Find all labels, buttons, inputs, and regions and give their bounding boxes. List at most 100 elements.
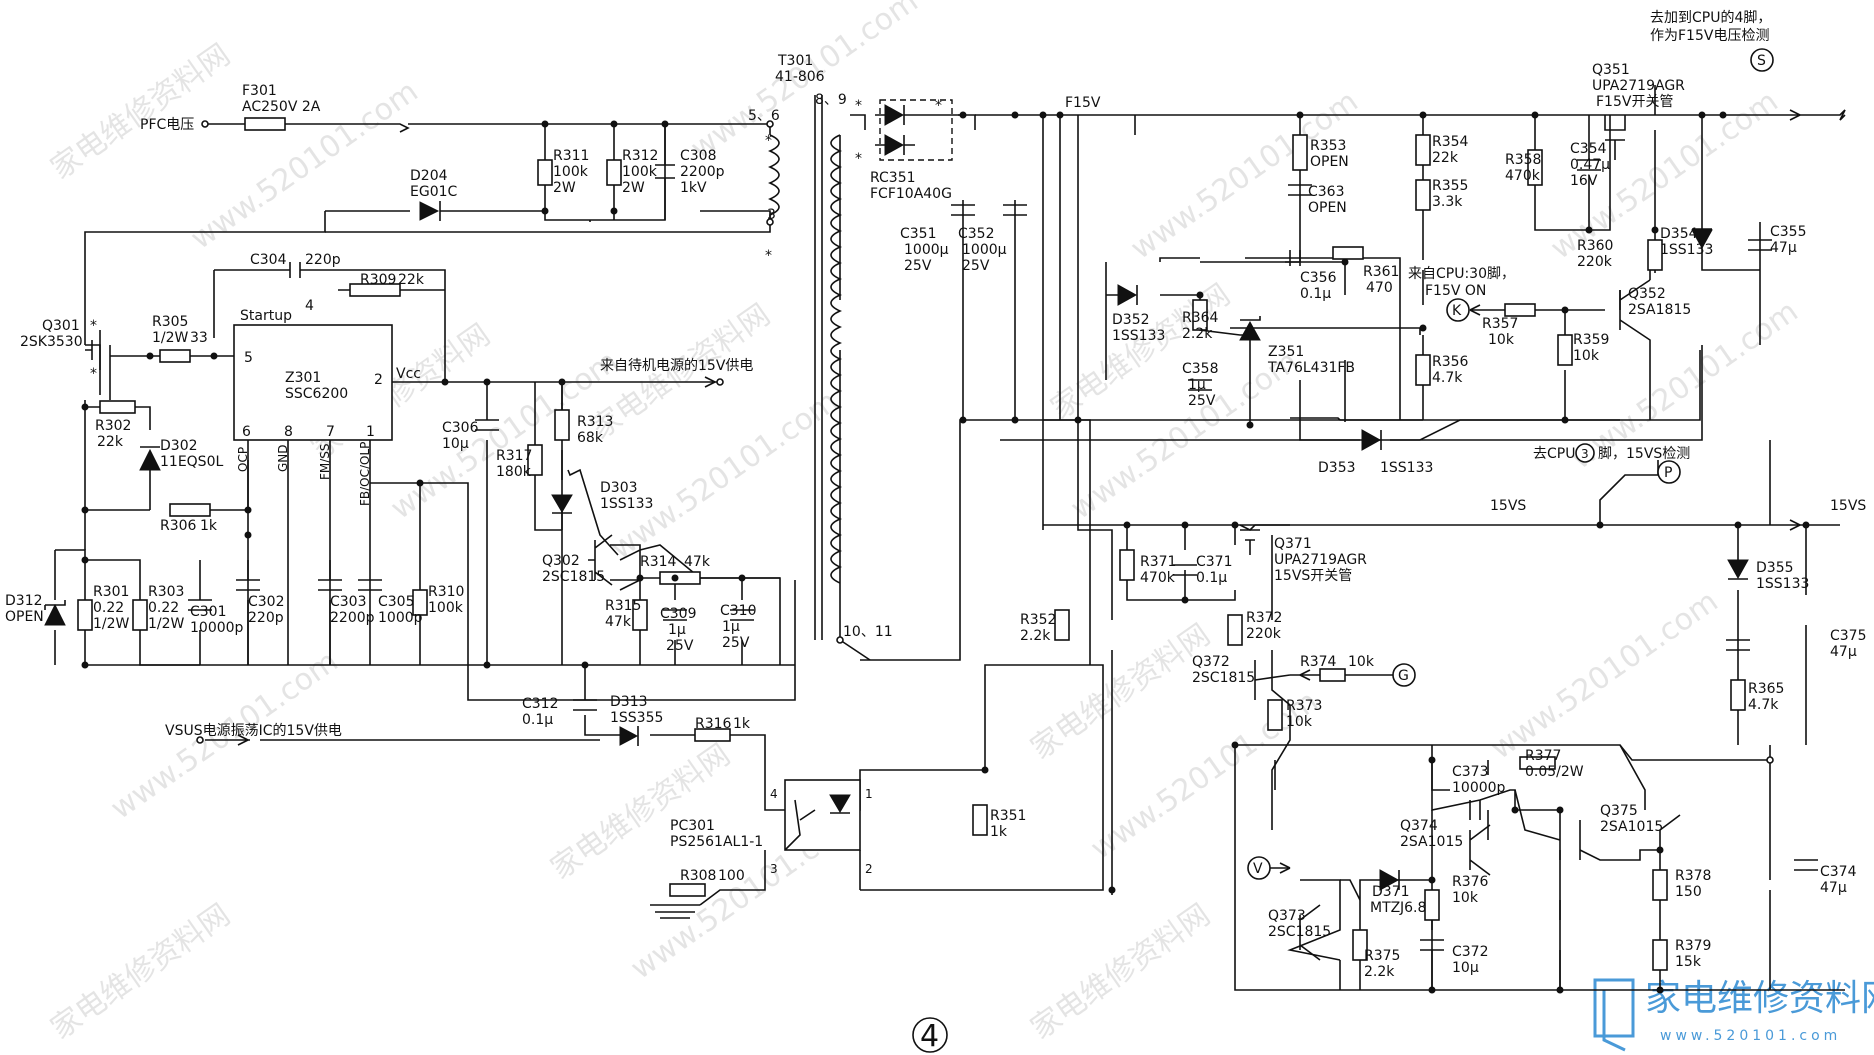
resistor-R358 bbox=[1527, 149, 1543, 186]
rc351-dot-2: * bbox=[855, 151, 862, 167]
capacitor-C374 bbox=[1794, 859, 1818, 871]
c310-ref: C310 bbox=[720, 603, 757, 619]
r376-ref: R376 bbox=[1452, 874, 1489, 890]
q352-part: 2SA1815 bbox=[1628, 302, 1691, 318]
c372-value: 10μ bbox=[1452, 960, 1479, 976]
r303-power: 1/2W bbox=[148, 616, 185, 632]
diode-D302 bbox=[139, 446, 161, 471]
arrow-k bbox=[1469, 304, 1481, 316]
c308-value: 2200p bbox=[680, 164, 725, 180]
ic-ocp-label: OCP bbox=[236, 447, 250, 472]
watermark-text: 家电维修资料网 bbox=[1025, 897, 1217, 1046]
resistor-R374 bbox=[1319, 668, 1346, 682]
c305-ref: C305 bbox=[378, 594, 415, 610]
q372-ref: Q372 bbox=[1192, 654, 1230, 670]
r373-value: 10k bbox=[1286, 714, 1313, 730]
resistor-R351 bbox=[972, 804, 988, 836]
terminal-v-label: V bbox=[1253, 861, 1263, 877]
r359-value: 10k bbox=[1573, 348, 1600, 364]
ic-pin6: 6 bbox=[242, 424, 251, 440]
r317-ref: R317 bbox=[496, 448, 532, 464]
q373-ref: Q373 bbox=[1268, 908, 1306, 924]
resistor-R305 bbox=[159, 349, 191, 363]
c312-value: 0.1μ bbox=[522, 712, 553, 728]
c302-ref: C302 bbox=[248, 594, 285, 610]
r364-ref: R364 bbox=[1182, 310, 1219, 326]
r311-power: 2W bbox=[553, 180, 576, 196]
terminal-p bbox=[1657, 460, 1681, 484]
ic-pin5: 5 bbox=[244, 350, 253, 366]
diode-D303 bbox=[551, 494, 573, 514]
r375-ref: R375 bbox=[1364, 948, 1400, 964]
pc301-ref: PC301 bbox=[670, 818, 715, 834]
r354-ref: R354 bbox=[1432, 134, 1469, 150]
terminal-g bbox=[1392, 663, 1416, 687]
resistor-R372 bbox=[1227, 614, 1243, 646]
c356-ref: C356 bbox=[1300, 270, 1337, 286]
zener-D312 bbox=[44, 600, 66, 626]
capacitor-C356 bbox=[1289, 250, 1301, 266]
r302-ref: R302 bbox=[95, 418, 131, 434]
resistor-R313 bbox=[554, 409, 570, 441]
c351-ref: C351 bbox=[900, 226, 937, 242]
r303-value: 0.22 bbox=[148, 600, 179, 616]
standby-15v-label: 来自待机电源的15V供电 bbox=[600, 358, 753, 374]
r377-value: 0.05/2W bbox=[1525, 764, 1584, 780]
q351-role: F15V开关管 bbox=[1596, 94, 1673, 110]
r317-value: 180k bbox=[496, 464, 532, 480]
r301-value: 0.22 bbox=[93, 600, 124, 616]
transistor-Q374 bbox=[1469, 824, 1491, 876]
pc301-part: PS2561AL1-1 bbox=[670, 834, 763, 850]
transformer-T301 bbox=[768, 95, 842, 640]
c363-ref: C363 bbox=[1308, 184, 1345, 200]
r352-ref: R352 bbox=[1020, 612, 1056, 628]
c352-ref: C352 bbox=[958, 226, 995, 242]
ic-startup-label: Startup bbox=[240, 308, 292, 324]
r305-power: 1/2W bbox=[152, 330, 189, 346]
resistor-R354 bbox=[1415, 134, 1431, 166]
r364-value: 2.2k bbox=[1182, 326, 1213, 342]
resistor-R360 bbox=[1647, 239, 1663, 271]
capacitor-C373 bbox=[1469, 800, 1481, 820]
resistor-R310 bbox=[412, 589, 428, 616]
zener-D371 bbox=[1379, 869, 1400, 891]
r315-value: 47k bbox=[605, 614, 632, 630]
vsus-15v-label: VSUS电源振荡IC的15V供电 bbox=[165, 723, 342, 739]
cpu-pin4-label-2: 作为F15V电压检测 bbox=[1650, 28, 1769, 44]
r374-value: 10k bbox=[1348, 654, 1375, 670]
r375-value: 2.2k bbox=[1364, 964, 1395, 980]
r352-value: 2.2k bbox=[1020, 628, 1051, 644]
rc351-dot-1: * bbox=[855, 98, 862, 114]
junction-dots bbox=[81, 111, 1810, 994]
zener-Z351 bbox=[1239, 316, 1261, 341]
q301-part: 2SK3530 bbox=[20, 334, 83, 350]
q351-part: UPA2719AGR bbox=[1592, 78, 1685, 94]
t301-pins-89: 8、9 bbox=[815, 92, 847, 108]
ic-part: SSC6200 bbox=[285, 386, 348, 402]
d313-ref: D313 bbox=[610, 694, 648, 710]
d371-type: MTZ bbox=[1370, 900, 1400, 916]
15vs-mid-label: 15VS bbox=[1490, 498, 1526, 514]
q301-ref: Q301 bbox=[42, 318, 80, 334]
r316-ref: R316 bbox=[695, 716, 732, 732]
terminal-s-label: S bbox=[1757, 53, 1766, 69]
terminal-vsus bbox=[196, 736, 204, 744]
d303-part: 1SS133 bbox=[600, 496, 653, 512]
terminal-t301-pin56 bbox=[766, 120, 774, 128]
c356-value: 0.1μ bbox=[1300, 286, 1331, 302]
pc301-pin1: 1 bbox=[865, 787, 873, 801]
resistor-R302 bbox=[99, 400, 136, 414]
d352-part: 1SS133 bbox=[1112, 328, 1165, 344]
r303-ref: R303 bbox=[148, 584, 184, 600]
f301-rating: AC250V 2A bbox=[242, 99, 321, 115]
d353-part: 1SS133 bbox=[1380, 460, 1433, 476]
rc351-part: FCF10A40G bbox=[870, 186, 952, 202]
resistor-R373 bbox=[1267, 699, 1283, 731]
resistor-R306 bbox=[169, 503, 211, 517]
page-number: 4 bbox=[920, 1019, 939, 1054]
ic-ref: Z301 bbox=[285, 370, 321, 386]
c309-value: 1μ bbox=[668, 622, 686, 638]
r357-ref: R357 bbox=[1482, 316, 1518, 332]
d354-part: 1SS133 bbox=[1660, 242, 1713, 258]
r312-value: 100k bbox=[622, 164, 658, 180]
